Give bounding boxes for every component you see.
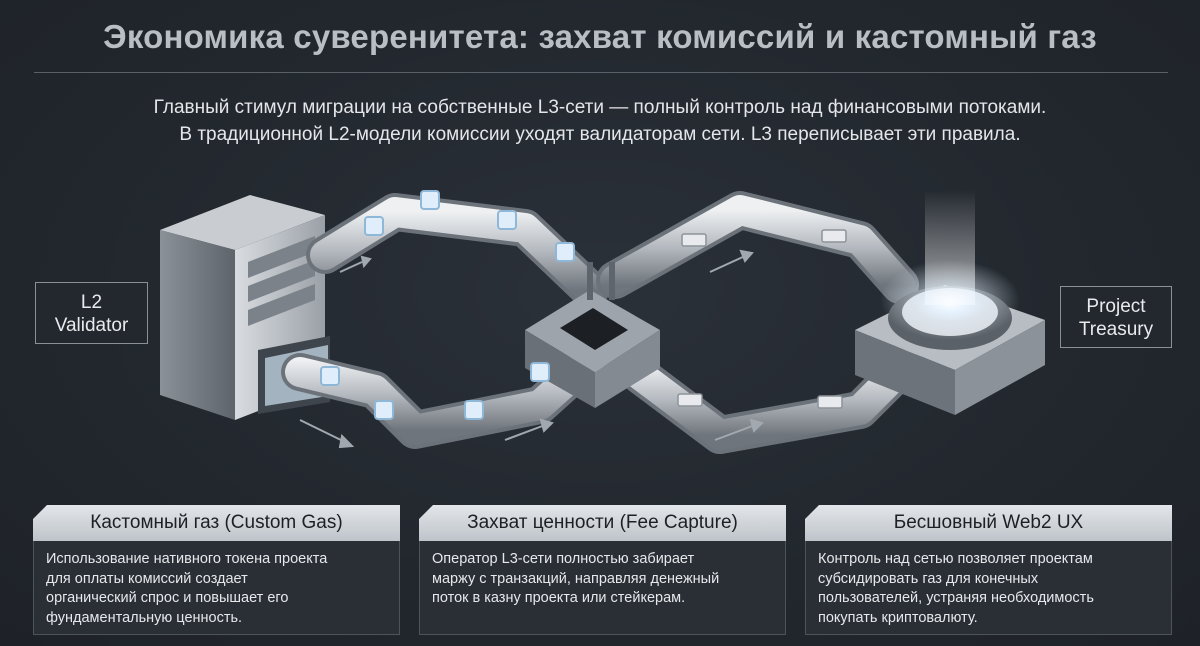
card-text-line: поток в казну проекта или стейкерам. [432, 590, 686, 606]
project-treasury-label-line-1: Project [1086, 296, 1146, 317]
token-cube-icon [420, 190, 440, 210]
subtitle-line-1: Главный стимул миграции на собственные L… [153, 97, 1047, 118]
card-text-line: Оператор L3-сети полностью забирает [432, 551, 695, 567]
token-cube-icon [497, 210, 517, 230]
card-body: Использование нативного токена проекта д… [33, 541, 400, 635]
cash-bill-icon [821, 229, 847, 243]
card-text-line: субсидировать газ для конечных [818, 570, 1039, 587]
flow-diagram [160, 190, 1045, 454]
card-text-line: органический спрос и повышает его [46, 590, 289, 606]
treasury-vault-icon [855, 190, 1045, 415]
cash-bill-icon [681, 233, 707, 247]
project-treasury-label: Project Treasury [1060, 286, 1172, 348]
card-title: Кастомный газ (Custom Gas) [33, 505, 400, 541]
l2-validator-label-line-1: L2 [80, 292, 103, 313]
card-text-line: пользователей, устраняя необходимость [818, 590, 1094, 606]
card-text-line: для оплаты комиссий создает [46, 570, 248, 587]
card-text-line: покупать криптовалюту. [818, 609, 978, 626]
l2-validator-label: L2 Validator [35, 282, 148, 344]
title-divider [34, 72, 1168, 73]
arrow-right-icon [339, 255, 372, 273]
flow-arrow-group [299, 249, 764, 449]
card-title: Бесшовный Web2 UX [805, 505, 1172, 541]
card-fee-capture: Захват ценности (Fee Capture) Оператор L… [419, 505, 786, 635]
token-cube-icon-group [320, 190, 575, 420]
token-cube-icon [320, 366, 340, 386]
card-title: Захват ценности (Fee Capture) [419, 505, 786, 541]
cash-bill-icon [817, 395, 843, 409]
token-cube-icon [364, 216, 384, 236]
card-text-line: Контроль над сетью позволяет проектам [818, 551, 1093, 567]
page-title: Экономика суверенитета: захват комиссий … [103, 18, 1097, 55]
card-web2-ux: Бесшовный Web2 UX Контроль над сетью поз… [805, 505, 1172, 635]
token-cube-icon [530, 362, 550, 382]
card-text-line: маржу с транзакций, направляя денежный [432, 570, 720, 587]
cash-bill-icon [677, 393, 703, 407]
card-body: Контроль над сетью позволяет проектам су… [805, 541, 1172, 635]
card-text-line: Использование нативного токена проекта [46, 551, 328, 567]
card-text-line: фундаментальную ценность. [46, 609, 243, 626]
card-custom-gas: Кастомный газ (Custom Gas) Использование… [33, 505, 400, 635]
cash-bill-icon-group [677, 229, 847, 409]
arrow-right-icon [714, 418, 764, 441]
project-treasury-label-line-2: Treasury [1078, 319, 1154, 340]
junction-block [525, 262, 660, 408]
token-cube-icon [464, 400, 484, 420]
token-cube-icon [555, 242, 575, 262]
l2-validator-label-line-2: Validator [54, 315, 129, 336]
arrow-right-icon [709, 249, 754, 273]
subtitle-line-2: В традиционной L2-модели комиссии уходят… [179, 124, 1021, 145]
token-cube-icon [374, 400, 394, 420]
card-body: Оператор L3-сети полностью забирает марж… [419, 541, 786, 635]
arrow-right-icon [299, 419, 355, 449]
arrow-right-icon [504, 418, 554, 441]
